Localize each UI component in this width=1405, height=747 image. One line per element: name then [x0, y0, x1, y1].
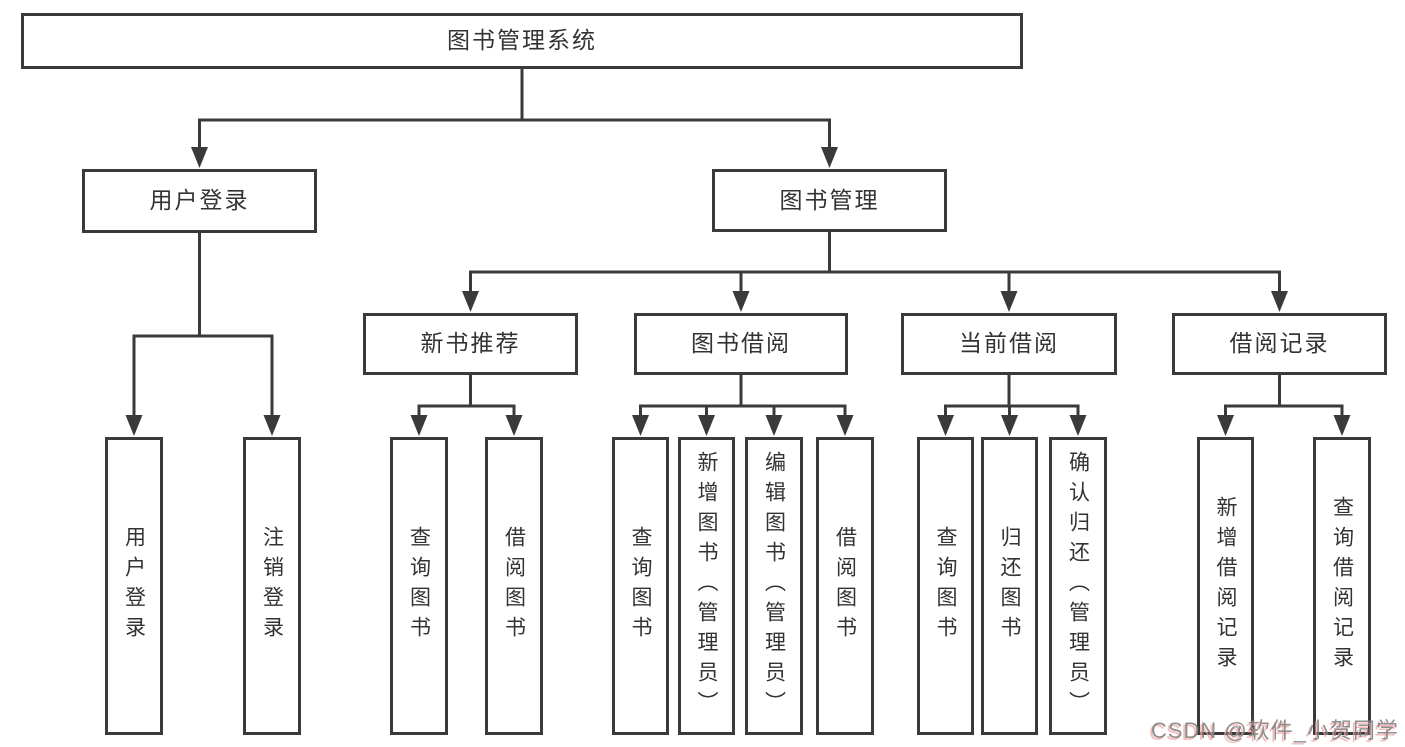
node-nbr-borrow: 借阅图书 — [485, 437, 543, 735]
arrowhead — [263, 415, 281, 436]
node-label: 编辑图书（管理员） — [762, 451, 786, 721]
arrowhead — [632, 415, 649, 436]
node-label: 归还图书 — [998, 526, 1021, 646]
arrowhead — [1069, 415, 1087, 436]
arrowhead — [821, 147, 838, 168]
watermark: CSDN @软件_小贺同学 — [1150, 718, 1399, 743]
arrowhead — [191, 147, 208, 168]
node-label: 查询图书 — [629, 526, 652, 646]
arrowhead — [1333, 415, 1351, 436]
node-nbr-query: 查询图书 — [390, 437, 448, 735]
node-label: 用户登录 — [149, 187, 250, 214]
node-book-borrow: 图书借阅 — [634, 313, 848, 375]
node-cb-query: 查询图书 — [917, 437, 974, 735]
node-label: 当前借阅 — [959, 330, 1059, 357]
arrowhead — [1217, 415, 1234, 436]
arrowhead — [937, 415, 954, 436]
node-label: 用户登录 — [122, 526, 146, 646]
arrowhead — [765, 415, 783, 436]
node-label: 确认归还（管理员） — [1066, 451, 1090, 721]
arrowhead — [410, 415, 428, 436]
node-label: 新增图书（管理员） — [695, 451, 718, 721]
node-user-login: 用户登录 — [82, 169, 317, 233]
arrowhead — [698, 415, 715, 436]
node-label: 图书管理系统 — [447, 27, 597, 54]
arrowhead — [462, 291, 479, 312]
node-label: 借阅图书 — [833, 526, 857, 646]
node-br-add: 新增借阅记录 — [1197, 437, 1254, 735]
node-br-query: 查询借阅记录 — [1313, 437, 1371, 735]
arrowhead — [836, 415, 854, 436]
arrowhead — [1271, 291, 1288, 312]
node-label: 图书管理 — [779, 186, 880, 213]
node-cb-confirm: 确认归还（管理员） — [1049, 437, 1107, 735]
node-label: 查询图书 — [934, 526, 957, 646]
node-user-login-action: 用户登录 — [105, 437, 163, 735]
node-bb-borrow: 借阅图书 — [816, 437, 874, 735]
node-label: 新增借阅记录 — [1214, 496, 1237, 676]
arrowhead — [125, 415, 143, 436]
node-label: 图书借阅 — [691, 330, 791, 357]
node-bb-query: 查询图书 — [612, 437, 669, 735]
node-label: 注销登录 — [260, 526, 284, 646]
node-logout-action: 注销登录 — [243, 437, 301, 735]
node-book-mgmt: 图书管理 — [712, 169, 947, 232]
node-bb-add: 新增图书（管理员） — [678, 437, 735, 735]
node-current-borrow: 当前借阅 — [901, 313, 1117, 375]
node-label: 查询借阅记录 — [1330, 496, 1354, 676]
node-label: 借阅记录 — [1229, 330, 1330, 357]
node-root: 图书管理系统 — [21, 13, 1023, 69]
arrowhead — [1000, 291, 1018, 312]
arrowhead — [732, 291, 750, 312]
node-label: 借阅图书 — [502, 526, 526, 646]
node-bb-edit: 编辑图书（管理员） — [745, 437, 803, 735]
node-label: 新书推荐 — [420, 330, 521, 357]
node-label: 查询图书 — [407, 526, 431, 646]
node-new-book-rec: 新书推荐 — [363, 313, 578, 375]
arrowhead — [505, 415, 523, 436]
node-borrow-records: 借阅记录 — [1172, 313, 1387, 375]
arrowhead — [1001, 415, 1018, 436]
node-cb-return: 归还图书 — [981, 437, 1038, 735]
